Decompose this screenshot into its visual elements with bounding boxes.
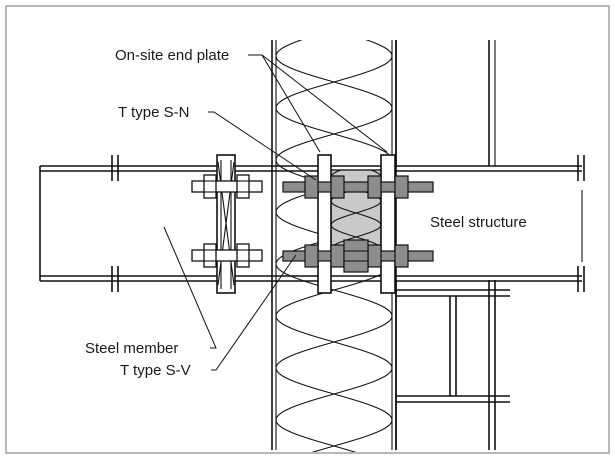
label-t-type-sn: T type S-N	[118, 104, 189, 121]
left-splice-plates	[216, 154, 236, 294]
steel-structure-lines	[395, 40, 510, 450]
left-bolt-top	[191, 174, 263, 199]
label-end-plate: On-site end plate	[115, 47, 229, 64]
end-plate-left	[317, 154, 332, 294]
label-steel-member: Steel member	[85, 340, 178, 357]
steel-member-beam	[39, 155, 585, 292]
left-bolt-bottom	[191, 243, 263, 268]
leader-lines	[163, 54, 388, 371]
bolt-t-type-sv	[282, 239, 434, 273]
label-steel-structure: Steel structure	[430, 214, 527, 231]
label-t-type-sv: T type S-V	[120, 362, 191, 379]
frame-border	[5, 5, 610, 454]
bolt-t-type-sn	[282, 175, 434, 199]
end-plate-right	[380, 154, 396, 294]
